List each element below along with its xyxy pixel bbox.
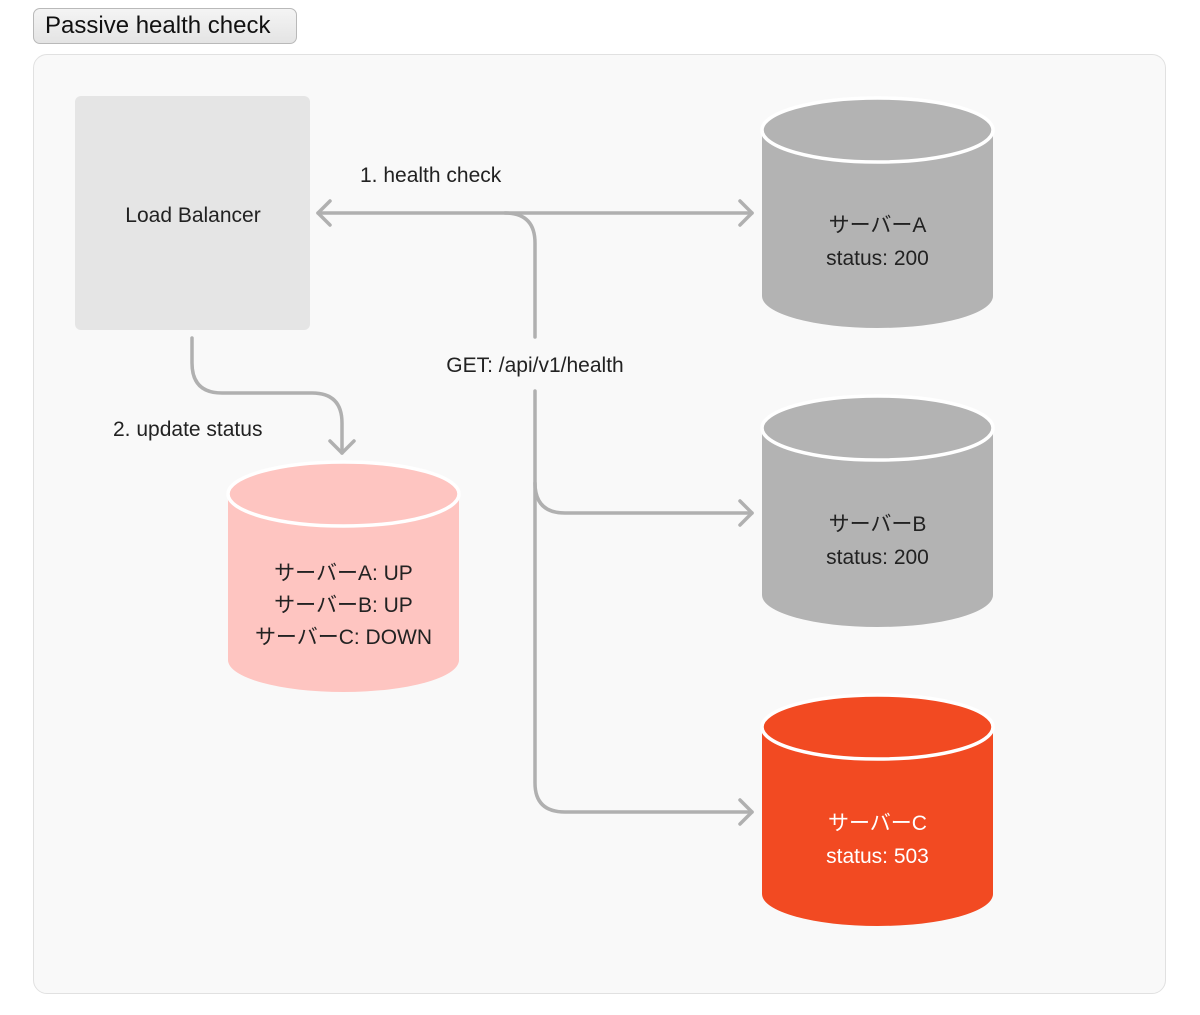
load-balancer-box: [75, 96, 310, 330]
server-c-cylinder: [760, 693, 995, 926]
server-a-cylinder: [760, 96, 995, 328]
server-c-name: サーバーC: [828, 812, 927, 835]
arrowhead-to-server-b: [738, 499, 754, 527]
arrowhead-to-server-c: [738, 798, 754, 826]
server-b-status: status: 200: [826, 546, 929, 569]
server-b-cylinder: [760, 394, 995, 627]
health-check-label: 1. health check: [360, 164, 502, 187]
arrowhead-to-status-db: [328, 439, 356, 455]
status-db-line-a: サーバーA: UP: [274, 562, 413, 585]
arrowhead-to-load-balancer: [316, 199, 332, 227]
branch-to-server-b: [533, 481, 754, 515]
arrowhead-to-server-a: [738, 199, 754, 227]
request-label: GET: /api/v1/health: [446, 354, 623, 377]
server-a-name: サーバーA: [829, 214, 927, 237]
server-b-name: サーバーB: [829, 513, 927, 536]
update-status-connector: [190, 336, 344, 455]
load-balancer-label: Load Balancer: [125, 204, 260, 227]
status-db-cylinder: [226, 460, 461, 692]
status-db-line-b: サーバーB: UP: [274, 594, 413, 617]
request-trunk-upper: [503, 211, 537, 339]
server-a-status: status: 200: [826, 247, 929, 270]
update-status-label: 2. update status: [113, 418, 262, 441]
server-c-status: status: 503: [826, 845, 929, 868]
status-db-line-c: サーバーC: DOWN: [255, 626, 432, 649]
diagram-title: Passive health check: [33, 8, 297, 44]
request-trunk-lower: [533, 389, 754, 814]
